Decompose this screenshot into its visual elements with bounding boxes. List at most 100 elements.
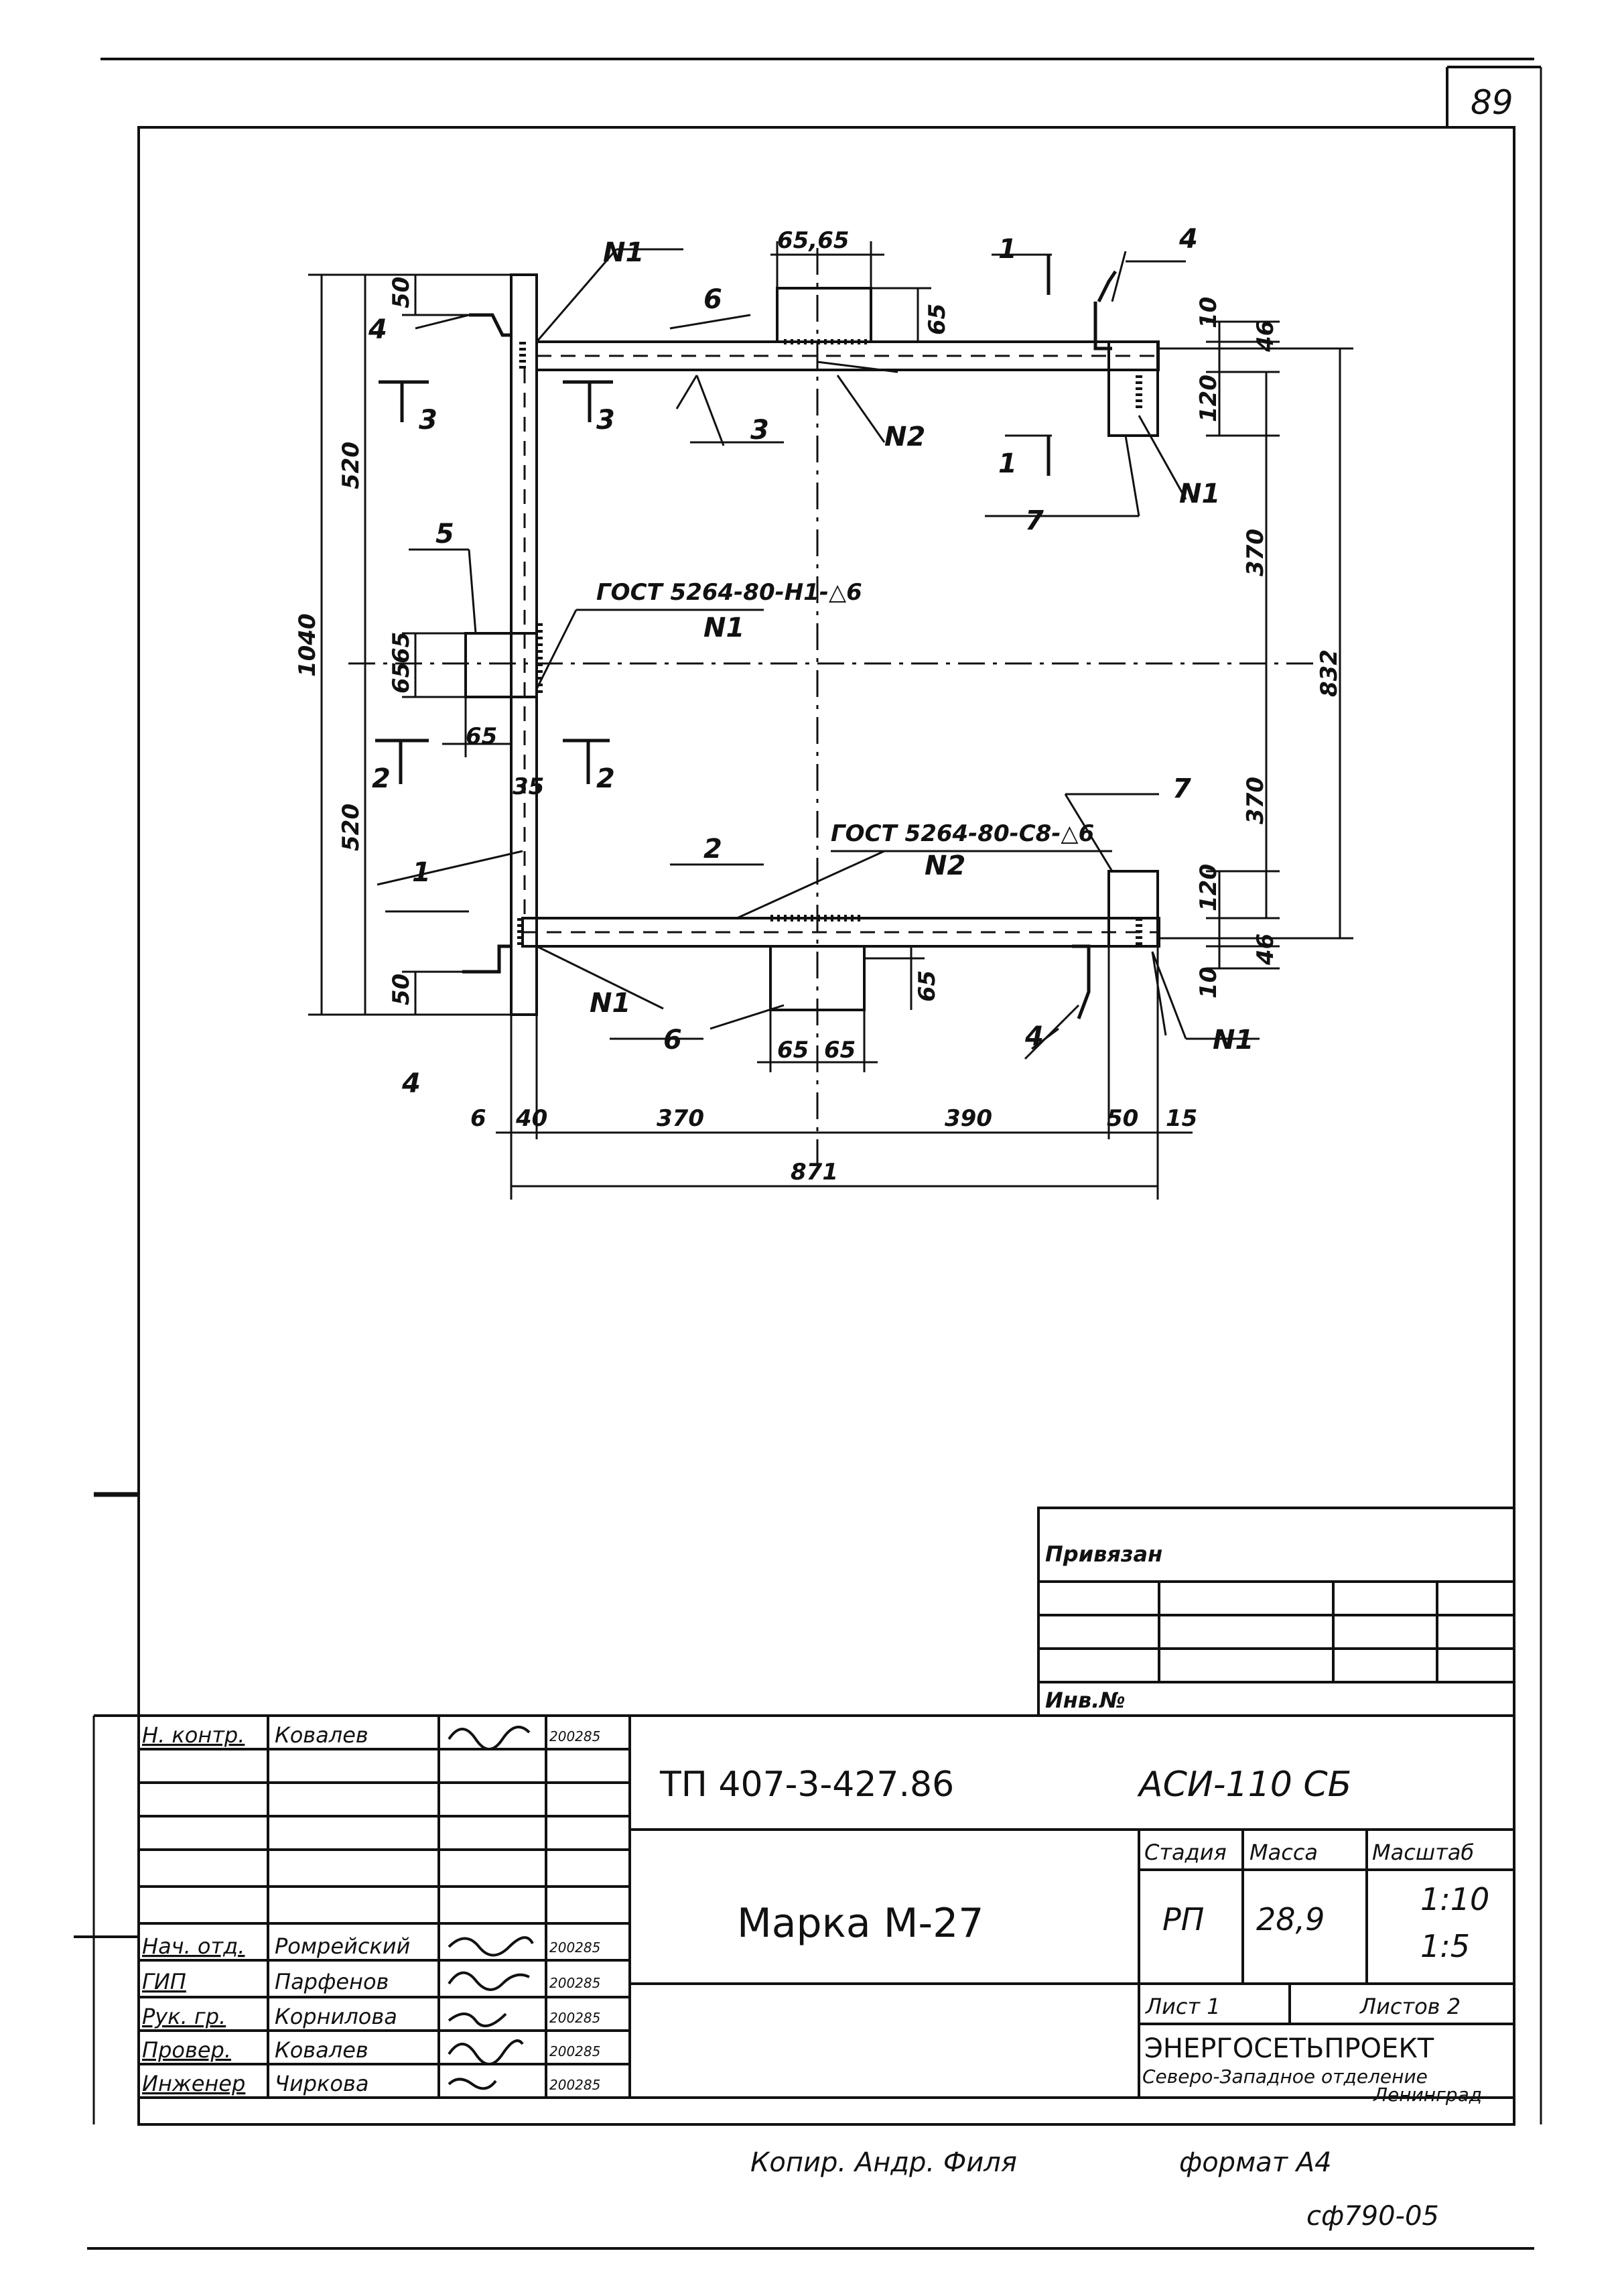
privyazan-table [1037,1507,1515,1717]
label-part-4-bottom-left: 4 [401,1068,421,1099]
label-part-6-top: 6 [703,284,722,315]
label-part-1: 1 [412,857,431,888]
dimension-lines [308,241,1353,1200]
stage-value: РП [1162,1901,1204,1937]
dim-120-bottom: 120 [1195,864,1222,911]
label-weld-n1-top-right: N1 [1179,479,1220,509]
label-part-3: 3 [750,415,769,446]
signer-role: Инженер [142,2071,245,2096]
inv-label: Инв.№ [1045,1687,1126,1713]
dim-520-bottom: 520 [338,804,364,851]
weld-note-1-ref: N1 [703,613,744,643]
dim-65-65-top: 65,65 [777,227,850,254]
part-labels: 1 2 3 4 4 4 4 5 6 6 7 7 N1 N2 N1 N1 N1 1… [368,224,1254,1099]
dim-520-top: 520 [338,442,364,489]
dim-46-top: 46 [1252,320,1279,353]
signer-name: Парфенов [275,1969,389,1994]
stage-header: Стадия [1144,1840,1227,1865]
label-part-4-top-right: 4 [1178,224,1198,255]
title-block-grid [139,1714,1514,2099]
label-part-7-top: 7 [1025,505,1044,536]
signer-date: 200285 [549,1975,600,1991]
project-code: АСИ-110 СБ [1137,1765,1351,1805]
signers-table: Н. контр. Ковалев 200285 Нач. отд. Ромре… [142,1722,600,2096]
signer-name: Ковалев [275,1722,368,1748]
dim-832: 832 [1316,649,1343,697]
signature-scribbles [448,1726,534,2090]
dim-370-horizontal: 370 [657,1105,704,1132]
weld-note-2: ГОСТ 5264-80-С8-△6 [831,820,1094,847]
part-1-vertical-plate [510,273,538,1016]
label-section-3-right: 3 [596,405,615,436]
dim-1040: 1040 [294,613,321,677]
copy-note: Копир. Андр. Филя [750,2147,1017,2178]
dim-65-bottom-a: 65 [777,1037,809,1064]
dim-871: 871 [791,1159,838,1186]
label-section-2-right: 2 [596,763,615,794]
weld-note-1: ГОСТ 5264-80-Н1-△6 [596,579,862,606]
mass-header: Масса [1249,1840,1318,1865]
label-part-5: 5 [435,519,454,550]
dim-65-b: 65 [388,662,415,694]
signer-date: 200285 [549,1939,600,1956]
signer-role: Рук. гр. [142,2004,226,2029]
label-section-1-bottom: 1 [998,448,1017,479]
dim-65-a: 65 [388,632,415,663]
label-section-1-top: 1 [998,234,1017,265]
label-part-4-top-left: 4 [368,314,387,345]
dim-390: 390 [945,1105,992,1132]
organization: ЭНЕРГОСЕТЬПРОЕКТ [1144,2033,1434,2064]
dimension-texts: 1040 520 520 50 50 65 65 65 35 65,65 65 … [294,227,1343,1186]
weld-note-2-ref: N2 [925,850,965,881]
sheet-frame [74,58,1542,2250]
organization-city: Ленинград [1373,2084,1482,2106]
dim-65-bottom-b: 65 [824,1037,856,1064]
sheet-label: Лист 1 [1145,1994,1221,2019]
signer-role: Провер. [142,2037,231,2063]
dim-370-bottom: 370 [1242,777,1269,824]
dim-50-bottom: 50 [388,974,415,1005]
page-number: 89 [1471,83,1513,122]
format-note: формат А4 [1179,2147,1332,2178]
signer-date: 200285 [549,2077,600,2093]
label-weld-n1-top-left: N1 [603,237,644,268]
dim-50-horizontal: 50 [1107,1105,1138,1132]
dim-65-c: 65 [466,723,497,750]
sheets-label: Листов 2 [1359,1994,1461,2019]
label-section-3-left: 3 [419,405,437,436]
dim-46-bottom: 46 [1252,934,1279,966]
dim-65-bottom-side: 65 [914,970,941,1002]
label-part-6-bottom: 6 [663,1025,682,1056]
signer-date: 200285 [549,2043,600,2059]
scale-header: Масштаб [1372,1840,1474,1865]
dim-6: 6 [470,1105,486,1132]
label-section-2-left: 2 [372,763,391,794]
dim-15: 15 [1166,1105,1197,1132]
signer-name: Ковалев [275,2037,368,2063]
doc-code: ТП 407-3-427.86 [659,1765,954,1805]
part-7-plates [1107,340,1159,948]
dim-50-top: 50 [388,277,415,308]
signer-role: Н. контр. [142,1722,245,1748]
label-part-2: 2 [703,834,722,865]
signer-name: Чиркова [275,2071,368,2096]
dim-120-top: 120 [1195,375,1222,422]
dim-370-top: 370 [1242,529,1269,576]
organization-branch: Северо-Западное отделение [1142,2065,1428,2088]
signer-date: 200285 [549,2010,600,2026]
part-2-bottom-bar [521,917,1160,948]
part-5-plate [464,632,538,698]
signer-name: Корнилова [275,2004,397,2029]
mass-value: 28,9 [1256,1901,1325,1937]
label-part-4-bottom-right: 4 [1024,1021,1044,1052]
part-4-hooks [462,270,1118,1019]
signer-date: 200285 [549,1728,600,1744]
scale-value-1: 1:10 [1420,1881,1489,1917]
signer-name: Ромрейский [275,1933,410,1959]
part-6-plates [769,287,872,1011]
dim-10-bottom: 10 [1195,967,1222,999]
privyazan-title: Привязан [1045,1541,1162,1567]
scale-value-2: 1:5 [1420,1928,1470,1964]
label-weld-n1-bottom-left: N1 [590,988,630,1019]
weld-notes: ГОСТ 5264-80-Н1-△6 N1 ГОСТ 5264-80-С8-△6… [596,579,1094,881]
